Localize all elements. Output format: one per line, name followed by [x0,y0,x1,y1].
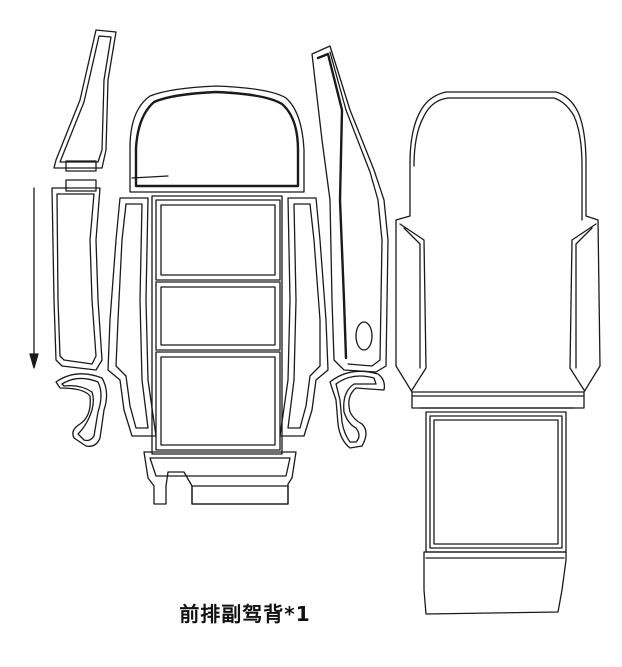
right-side-strip [311,45,389,373]
pattern-caption: 前排副驾背*1 [179,602,311,626]
seat-lower-panel [425,411,567,553]
left-hook-piece [55,373,108,447]
bottom-flap-piece [423,551,567,615]
back-panel-large [395,91,601,409]
left-side-strip-top [53,29,117,172]
left-side-strip-bottom [51,179,103,371]
bottom-tab-piece [143,451,297,505]
center-main-panel [151,195,283,455]
right-hook-piece [329,370,386,449]
right-bolster-panel [279,197,329,437]
left-bolster-panel [107,197,157,437]
headrest-top-panel [129,85,305,193]
direction-arrow [29,187,39,369]
